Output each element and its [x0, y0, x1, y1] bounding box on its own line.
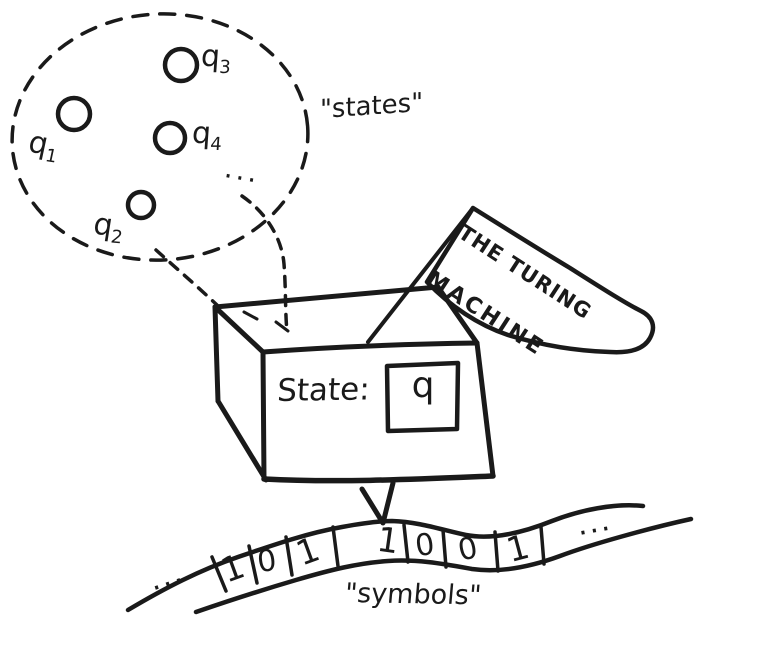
tape-cell-divider — [284, 535, 294, 577]
state-label-base: q — [190, 116, 213, 151]
tape-bottom-edge — [193, 516, 694, 615]
state-label-sub: 4 — [209, 134, 223, 155]
state-circle-q1 — [55, 95, 93, 133]
state-register-box — [384, 360, 461, 434]
state-circle-q2 — [125, 189, 157, 221]
tape-cell-divider — [539, 525, 546, 566]
state-field-label: State: — [276, 371, 371, 410]
states-bubble-outline — [10, 12, 310, 262]
tape-cell-divider — [441, 528, 448, 569]
state-circle-q3 — [162, 46, 200, 84]
box-sketch-stroke — [242, 310, 259, 321]
tape-cell-divider — [402, 523, 410, 564]
state-label-q2: q2 — [91, 207, 127, 248]
tape-top-edge — [125, 503, 646, 613]
flag-pole — [366, 206, 475, 344]
box-front-bottom-edge — [261, 473, 496, 484]
tape-head-pointer — [359, 480, 396, 526]
machine-box — [212, 284, 496, 484]
tape-cell-divider — [210, 555, 228, 593]
box-front-top-edge — [260, 340, 480, 355]
bubble-tail-line-left — [154, 248, 219, 307]
bubble-tail-line-right — [240, 194, 289, 334]
states-label: "states" — [320, 87, 424, 126]
box-sketch-stroke — [274, 320, 290, 333]
tape-cell-divider — [493, 530, 500, 573]
box-front-right-edge — [474, 340, 496, 479]
box-left-bottom-edge — [215, 398, 269, 483]
box-top-left-edge — [212, 304, 266, 355]
state-label-base: q — [199, 39, 222, 74]
tape-cell-divider — [247, 544, 259, 585]
state-label-sub: 3 — [218, 57, 232, 78]
box-top-back-edge — [212, 284, 441, 310]
bubble-ellipsis: ··· — [220, 159, 262, 198]
state-value: q — [411, 365, 435, 406]
box-front-left-edge — [260, 349, 267, 482]
tape-cell-divider — [331, 525, 340, 568]
state-circle-q4 — [152, 120, 188, 156]
box-back-left-edge — [212, 304, 221, 404]
flag-banner — [424, 205, 656, 355]
tape-ellipsis-right: ··· — [575, 511, 616, 552]
tape-cell-symbol: 0 — [255, 542, 279, 581]
symbols-label: "symbols" — [343, 578, 483, 612]
tape-cell-symbol: 1 — [374, 519, 402, 563]
state-label-q4: q4 — [190, 116, 224, 155]
state-label-q3: q3 — [199, 39, 233, 78]
tape-cell-symbol: 0 — [413, 526, 437, 565]
tape-cell-dividers — [210, 523, 546, 593]
